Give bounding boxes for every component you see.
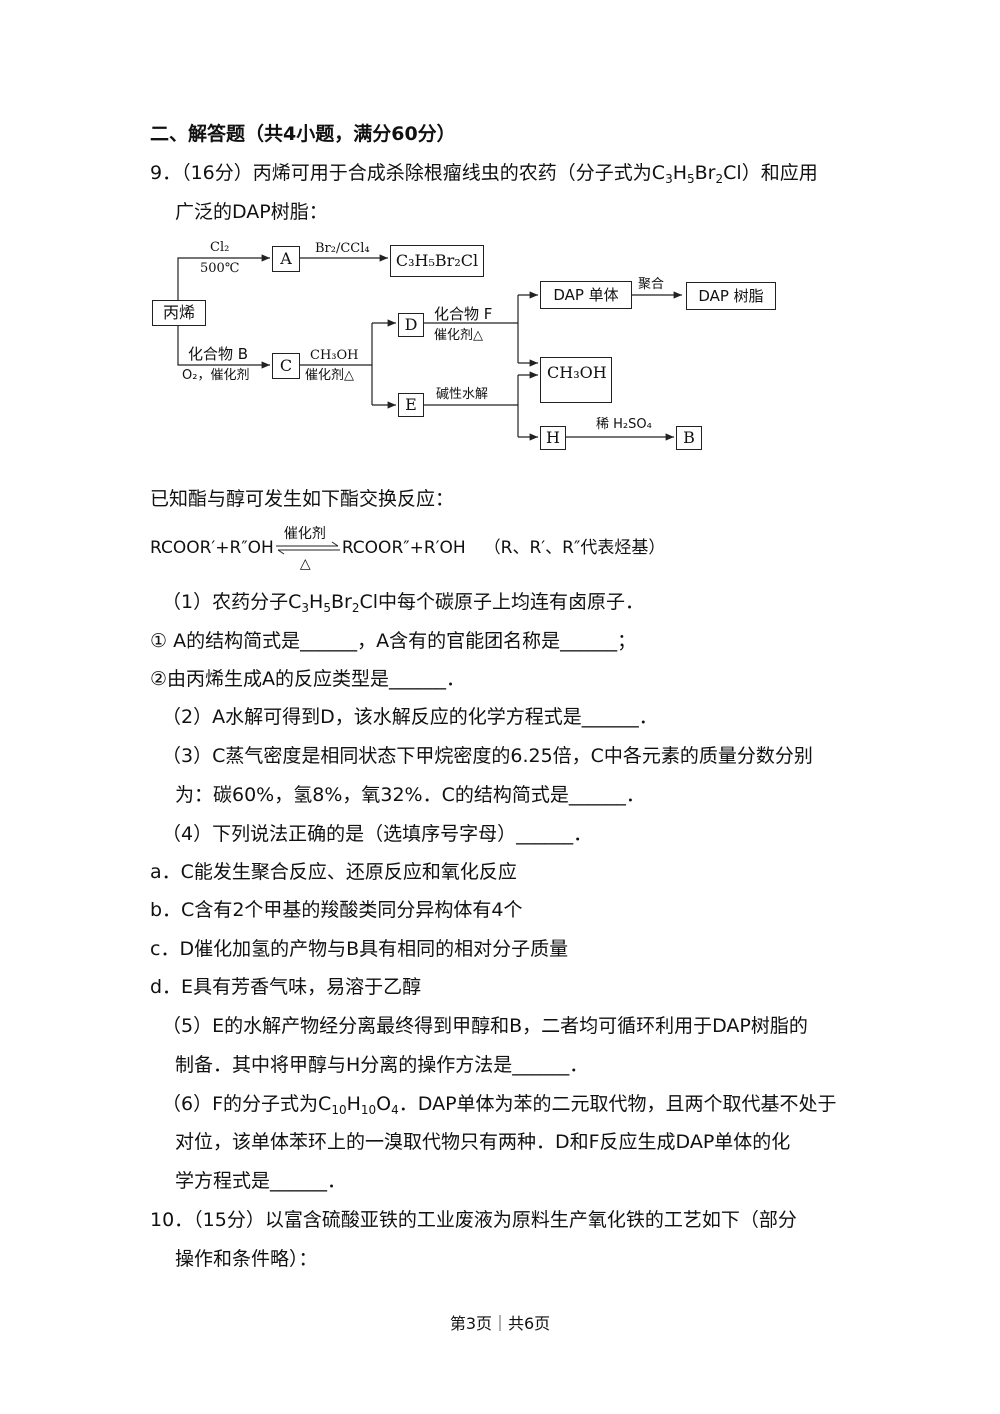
q9-part6-line2: 对位，该单体苯环上的一溴取代物只有两种．D和F反应生成DAP单体的化 [175,1131,791,1153]
option-a: a．C能发生聚合反应、还原反应和氧化反应 [150,861,517,883]
dap-monomer-box: DAP 单体 [540,281,632,309]
dilute-h2so4-label: 稀 H₂SO₄ [596,417,652,432]
page-footer: 第3页｜共6页 [449,1314,551,1333]
pesticide-formula: C3H5Br2Cl [651,162,742,186]
ester-exchange-reaction: RCOOR′+R″OH 催化剂 △ RCOOR″+R′OH （R、R′、R″代表烃… [150,526,666,572]
catalyst-heat-label-2: 催化剂△ [434,328,483,343]
compound-f-label: 化合物 F [434,305,493,323]
reaction-note: （R、R′、R″代表烃基） [483,538,666,558]
reaction-reactants: RCOOR′+R″OH [150,538,274,558]
q9-part5-line1: （5）E的水解产物经分离最终得到甲醇和B，二者均可循环利用于DAP树脂的 [162,1015,808,1037]
option-c: c．D催化加氢的产物与B具有相同的相对分子质量 [150,938,569,960]
alkaline-hydrolysis-label: 碱性水解 [436,387,489,402]
compound-b-label: 化合物 B [188,345,249,363]
q10-line2: 操作和条件略）： [175,1248,318,1270]
q9-part1-ii: ②由丙烯生成A的反应类型是______． [150,668,466,690]
q10-line1: 10．（15分）以富含硫酸亚铁的工业废液为原料生产氧化铁的工艺如下（部分 [150,1209,797,1231]
ch3oh-label: CH₃OH [310,348,359,363]
flow-arrows [177,254,682,441]
compound-a-box: A [272,246,300,272]
compound-d-box: D [398,313,424,337]
temperature-label: 500℃ [200,261,240,276]
q9-part6-line3: 学方程式是______． [175,1170,347,1192]
br2-ccl4-label: Br₂/CCl₄ [315,241,370,256]
equilibrium-arrow: 催化剂 △ [274,526,342,572]
q9-part1-i: ① A的结构简式是______，A含有的官能团名称是______； [150,630,637,652]
compound-h-box: H [540,426,566,450]
heat-label: △ [299,556,311,572]
product-box: C₃H₅Br₂Cl [390,245,484,277]
q9-part1: （1）农药分子C3H5Br2Cl中每个碳原子上均连有卤原子． [162,591,645,615]
catalyst-heat-label: 催化剂△ [305,368,354,383]
q9-intro-line1: 9．（16分）丙烯可用于合成杀除根瘤线虫的农药（分子式为C3H5Br2Cl）和应… [150,162,818,186]
cl2-label: Cl₂ [210,240,230,255]
o2-catalyst-label: O₂，催化剂 [182,368,250,383]
q9-part5-line2: 制备．其中将甲醇与H分离的操作方法是______． [175,1054,589,1076]
q9-part4: （4）下列说法正确的是（选填序号字母）______． [162,823,593,845]
known-statement: 已知酯与醇可发生如下酯交换反应： [150,488,455,510]
q9-part3-line1: （3）C蒸气密度是相同状态下甲烷密度的6.25倍，C中各元素的质量分数分别 [162,745,813,767]
reaction-products: RCOOR″+R′OH [341,538,466,558]
compound-c-box: C [272,353,300,379]
q9-part3-line2: 为：碳60%，氢8%，氧32%．C的结构简式是______． [175,784,645,806]
q9-intro-text: （16分）丙烯可用于合成杀除根瘤线虫的农药（分子式为 [181,162,652,184]
option-d: d．E具有芳香气味，易溶于乙醇 [150,976,422,998]
option-b: b．C含有2个甲基的羧酸类同分异构体有4个 [150,899,523,921]
f-formula: C10H10O4 [318,1093,399,1117]
section-heading: 二、解答题（共4小题，满分60分） [150,123,456,145]
propylene-box: 丙烯 [152,300,206,326]
catalyst-label: 催化剂 [283,526,326,542]
compound-b-box: B [676,426,702,450]
compound-e-box: E [398,393,424,417]
synthesis-flow-diagram: 丙烯 Cl₂ 500℃ A Br₂/CCl₄ C₃H₅Br₂Cl 化合物 B O… [150,235,790,455]
q9-part6-line1: （6）F的分子式为C10H10O4．DAP单体为苯的二元取代物，且两个取代基不处… [162,1093,837,1117]
polymerize-label: 聚合 [638,277,665,292]
q9-intro-line2: 广泛的DAP树脂： [175,201,328,223]
q9-number: 9． [150,162,182,184]
equilibrium-arrow-icon [275,541,340,555]
dap-resin-box: DAP 树脂 [686,282,776,310]
pesticide-formula-2: C3H5Br2Cl [288,591,378,615]
q9-part2: （2）A水解可得到D，该水解反应的化学方程式是______． [162,706,658,728]
methanol-box: CH₃OH [540,357,612,403]
